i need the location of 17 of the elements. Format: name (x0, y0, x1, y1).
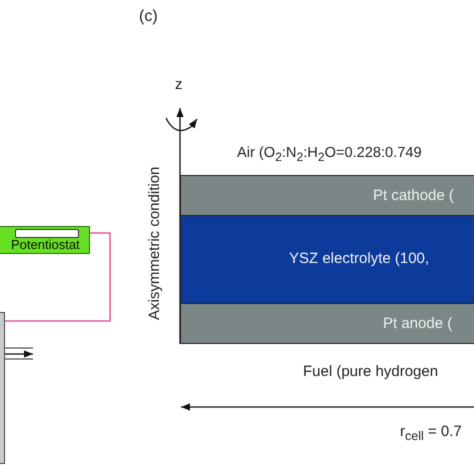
layer-label: Pt cathode ( (373, 187, 454, 204)
cell-tube (0, 312, 5, 464)
device-label: Potentiostat (11, 237, 80, 252)
cathode-layer (180, 175, 474, 216)
panel-label: (c) (139, 8, 158, 26)
anode-layer (180, 303, 474, 344)
flow-arrow (5, 350, 33, 358)
layer-label: YSZ electrolyte (100, (289, 250, 430, 267)
wire (5, 232, 111, 322)
inlet-gas-label: Fuel (pure hydrogen (303, 363, 438, 380)
potentiostat-box (0, 226, 90, 254)
layer-label: Pt anode ( (383, 315, 452, 332)
dimension-label: r$_{cell}$ = 0.7 (400, 423, 462, 443)
inlet-gas-label: Air (O$_{2}$:N$_{2}$:H$_{2}$O=0.228:0.749 (237, 145, 422, 164)
electrolyte-layer (180, 215, 474, 304)
axis-condition-label: Axisymmetric condition (146, 166, 163, 320)
axis-label: z (175, 76, 182, 93)
